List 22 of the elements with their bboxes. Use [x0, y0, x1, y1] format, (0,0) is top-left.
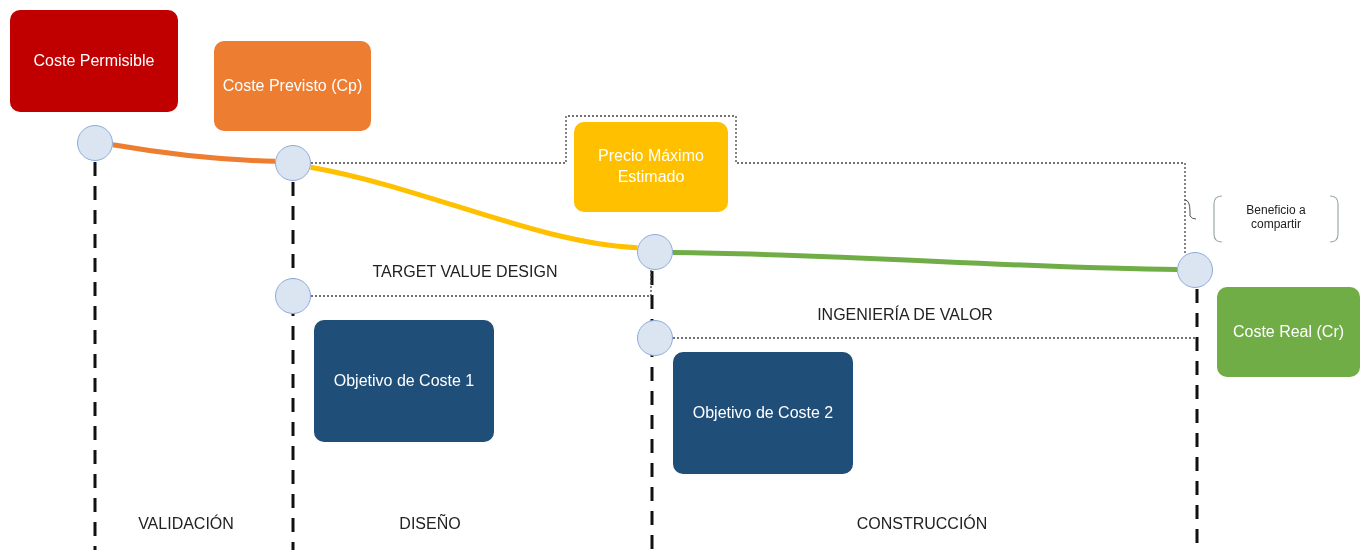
milestone-circle	[1177, 252, 1213, 288]
dotted-line	[310, 268, 652, 297]
milestone-circle	[77, 125, 113, 161]
cost-curve	[672, 250, 1178, 272]
milestone-circle	[637, 320, 673, 356]
dotted-line	[672, 337, 1198, 339]
note-text: Beneficio a compartir	[1245, 203, 1307, 231]
cost-box: Precio Máximo Estimado	[574, 122, 728, 212]
cost-curve	[112, 142, 276, 164]
cost-curve	[310, 164, 638, 251]
cost-box: Objetivo de Coste 1	[314, 320, 494, 442]
cost-box: Coste Permisible	[10, 10, 178, 112]
milestone-circle	[275, 278, 311, 314]
cost-box: Coste Real (Cr)	[1217, 287, 1360, 377]
phase-label: CONSTRUCCIÓN	[856, 514, 988, 533]
milestone-circle	[637, 234, 673, 270]
cost-box: Coste Previsto (Cp)	[214, 41, 371, 131]
milestone-circle	[275, 145, 311, 181]
dotted-line	[310, 115, 1186, 256]
phase-label: VALIDACIÓN	[138, 514, 234, 533]
phase-label: DISEÑO	[399, 514, 461, 533]
cost-box: Objetivo de Coste 2	[673, 352, 853, 474]
